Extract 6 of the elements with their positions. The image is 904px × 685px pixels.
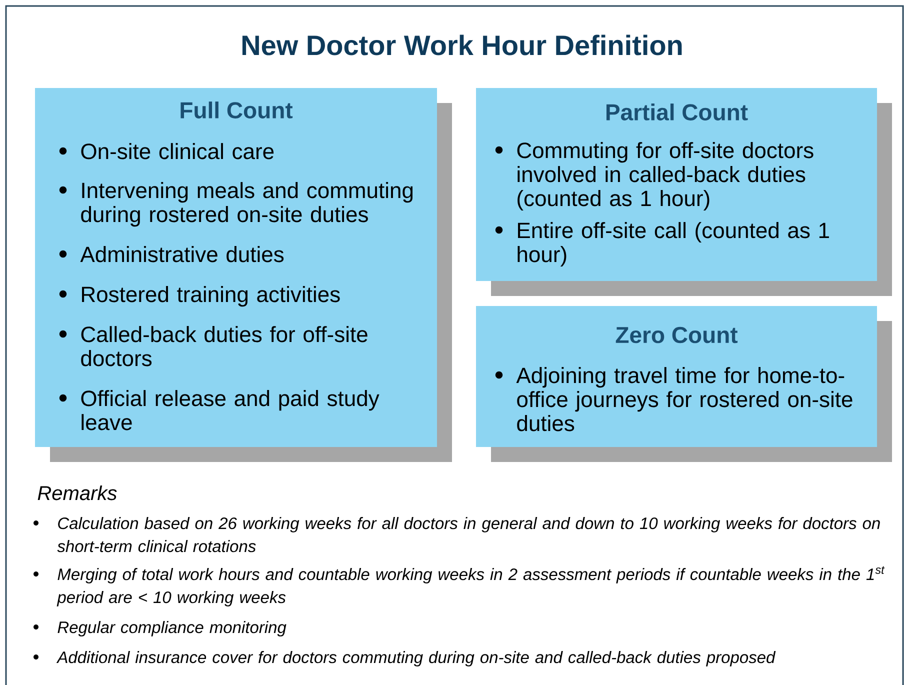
remark-item: Merging of total work hours and countable working weeks in 2 assessment periods if countable weeks in the 1$^{st}$ period are < 10 working weeks [56, 566, 885, 606]
remark-item: Calculation based on 26 working weeks for all doctors in general and down to 10 working weeks for doctors on short-term clinical rotations [57, 517, 880, 552]
remark-item: Additional insurance cover for doctors commuting during on-site and called-back duties proposed [56, 651, 776, 666]
remark-item: Regular compliance monitoring [58, 621, 286, 636]
title: New Doctor Work Hour Definition [242, 34, 682, 56]
section-heading: Remarks [38, 486, 117, 500]
